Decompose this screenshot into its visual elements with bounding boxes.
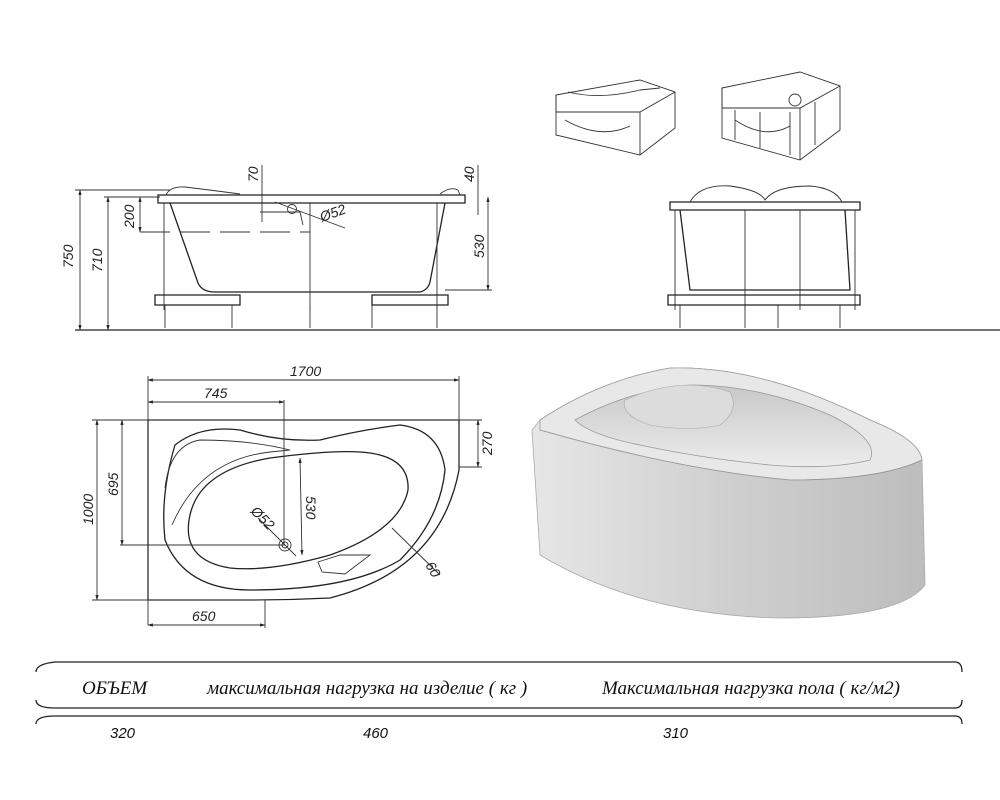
dim-drain-52: Ø52 bbox=[317, 201, 348, 226]
bowl-outline bbox=[187, 450, 409, 570]
dim-200: 200 bbox=[121, 204, 137, 229]
dim-70: 70 bbox=[245, 166, 261, 182]
bathtub-3d-render bbox=[531, 367, 926, 619]
header-volume: ОБЪЕМ bbox=[82, 678, 148, 699]
dim-270: 270 bbox=[479, 431, 495, 456]
plan-view: 1700 745 1000 695 270 650 530 Ø52 60 bbox=[80, 363, 495, 628]
tub-frame-thumbnail bbox=[721, 71, 841, 161]
dim-40: 40 bbox=[461, 166, 477, 182]
tub-body bbox=[169, 202, 446, 293]
dim-750: 750 bbox=[60, 244, 76, 268]
end-view bbox=[667, 185, 861, 328]
dim-60: 60 bbox=[422, 559, 444, 581]
dim-530-plan: 530 bbox=[303, 496, 319, 520]
value-max-load-floor: 310 bbox=[663, 725, 689, 742]
header-max-load-floor: Максимальная нагрузка пола ( кг/м2) bbox=[601, 678, 900, 699]
rim bbox=[157, 194, 466, 204]
dim-710: 710 bbox=[89, 248, 105, 272]
specs-table: ОБЪЕМ максимальная нагрузка на изделие (… bbox=[35, 661, 963, 742]
value-max-load-product: 460 bbox=[363, 725, 389, 742]
dim-530: 530 bbox=[471, 234, 487, 258]
tub-panel-thumbnail bbox=[555, 79, 676, 156]
dim-1700: 1700 bbox=[290, 363, 321, 379]
dim-1000: 1000 bbox=[80, 494, 96, 525]
value-volume: 320 bbox=[110, 725, 136, 742]
header-max-load-product: максимальная нагрузка на изделие ( кг ) bbox=[206, 678, 527, 699]
value-row-border bbox=[35, 715, 963, 725]
header-row-border bbox=[35, 661, 963, 709]
dim-695: 695 bbox=[105, 472, 121, 496]
dim-drain-52-plan: Ø52 bbox=[247, 502, 278, 533]
tub-outline bbox=[163, 424, 446, 591]
dim-745: 745 bbox=[204, 385, 228, 401]
dim-650: 650 bbox=[192, 608, 216, 624]
